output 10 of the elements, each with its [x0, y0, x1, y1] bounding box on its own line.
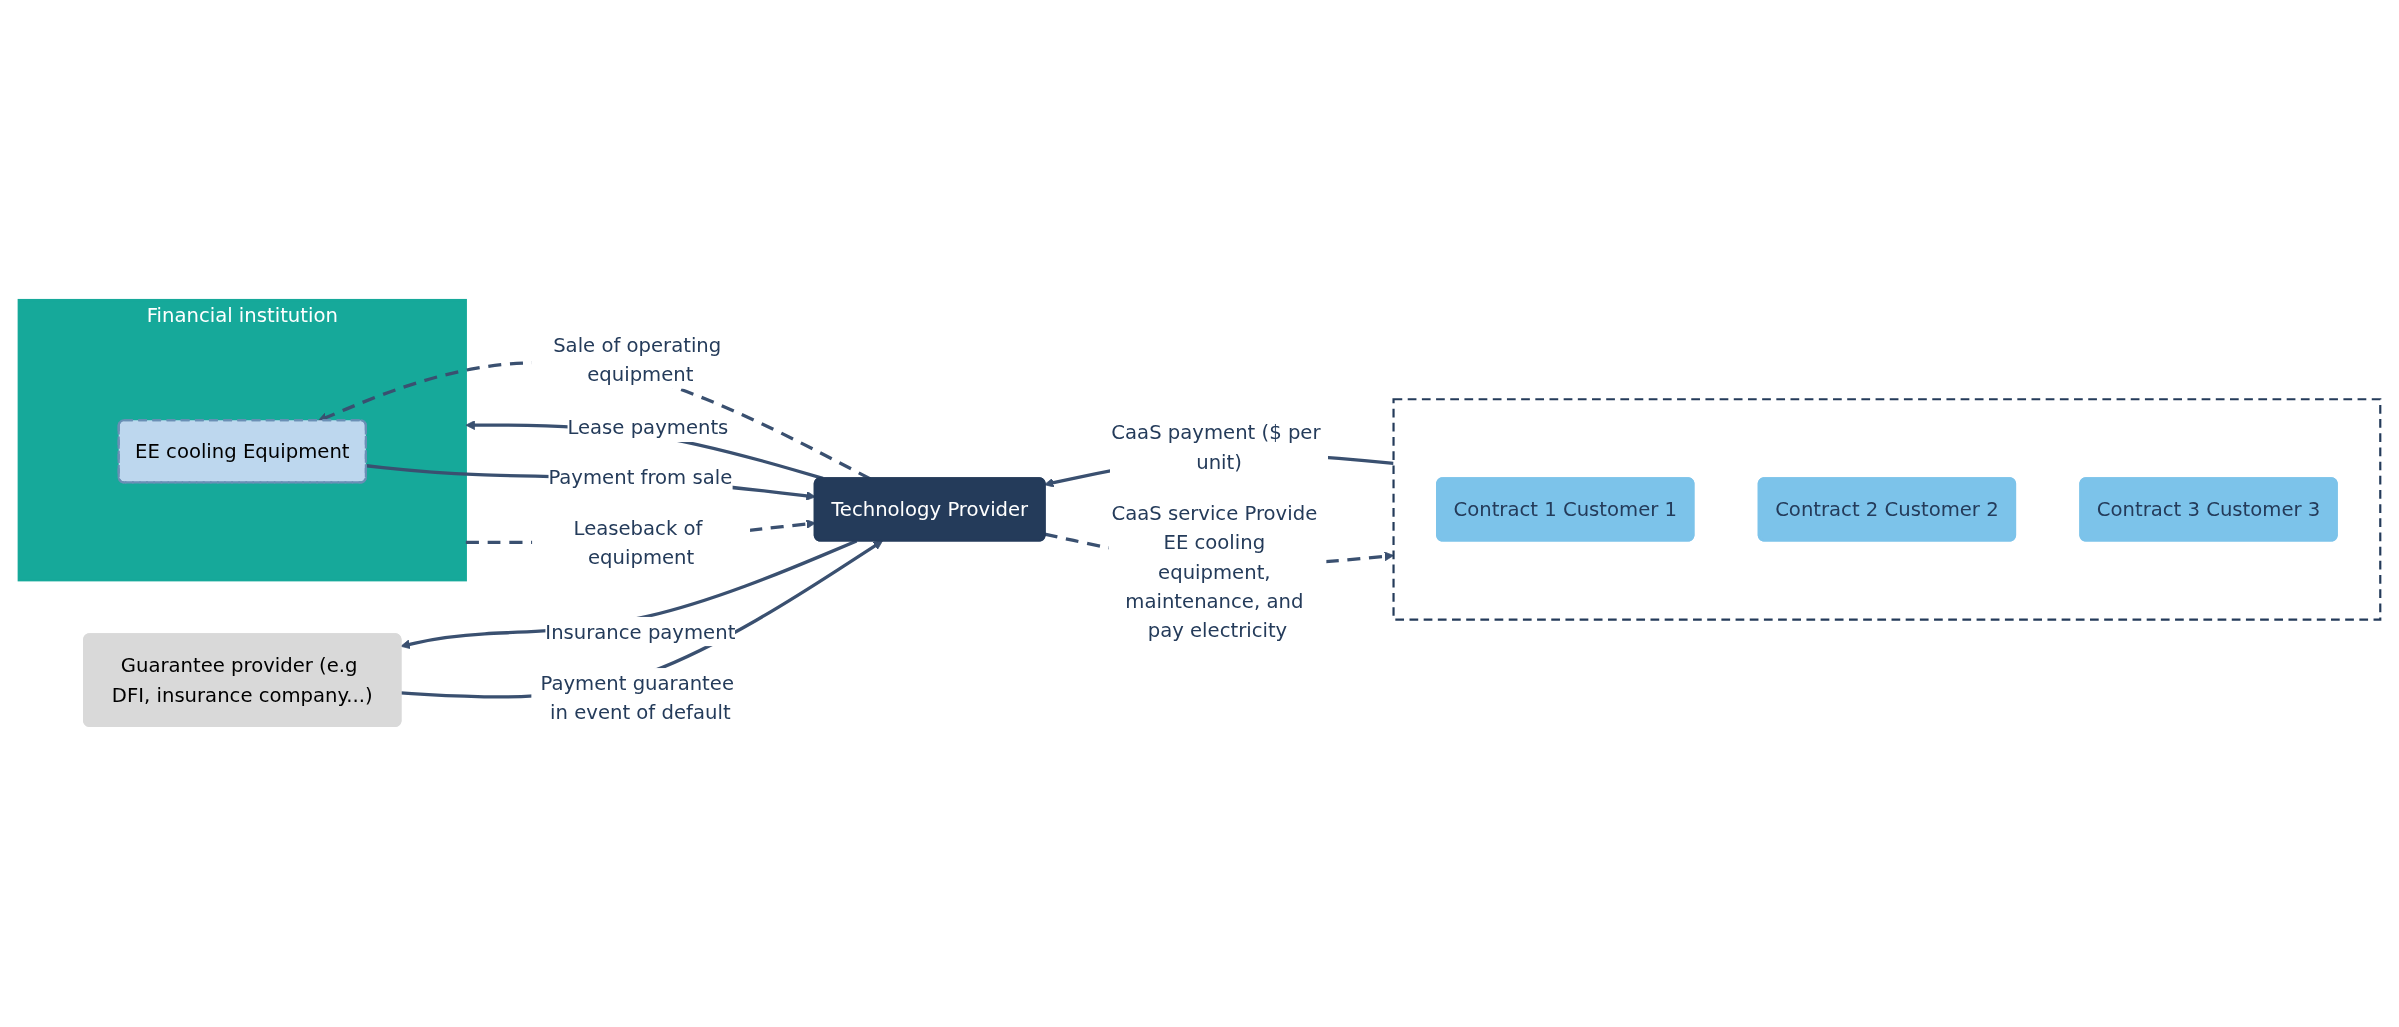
edge-label: CaaS payment ($ per unit): [1111, 420, 1321, 474]
arrow: [400, 540, 883, 699]
edge-label: Insurance payment: [545, 620, 736, 643]
edge-label: Payment from sale: [548, 464, 733, 488]
edge-label: Leaseback of equipment: [573, 516, 703, 569]
edge-label: Sale of operating equipment: [553, 333, 722, 386]
edge-label: Payment guarantee in event of default: [540, 671, 734, 724]
edge-label: CaaS service Provide EE cooling equipment, maintenance, and pay electricity: [1111, 501, 1318, 642]
cluster: [1392, 398, 2382, 621]
edge-label: Lease payments: [567, 415, 729, 439]
